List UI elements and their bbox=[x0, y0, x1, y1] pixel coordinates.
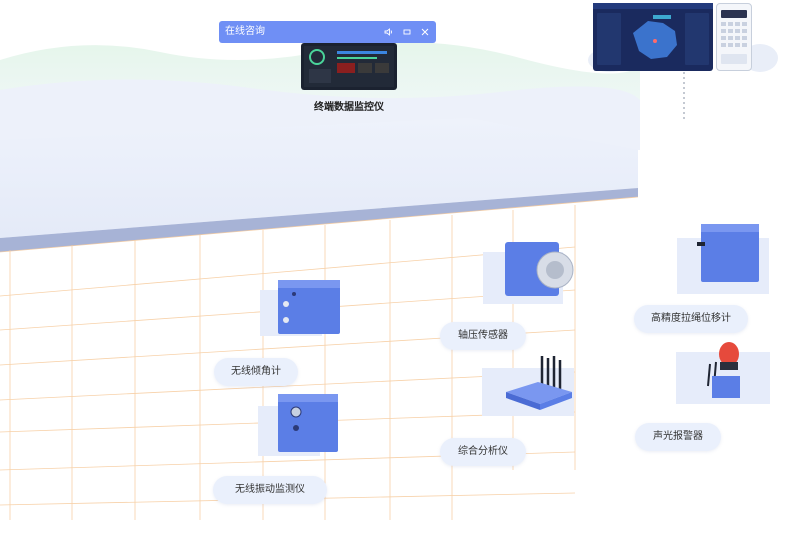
phone-screen-icon bbox=[721, 10, 747, 64]
online-consult-title: 在线咨询 bbox=[225, 26, 265, 37]
mobile-app-screenshot bbox=[716, 3, 752, 71]
device-label-tilt[interactable]: 无线倾角计 bbox=[214, 358, 298, 386]
device-label-vibration[interactable]: 无线振动监测仪 bbox=[213, 476, 327, 504]
monitoring-dashboard-screenshot bbox=[593, 3, 713, 71]
minimize-icon[interactable] bbox=[402, 27, 412, 37]
terminal-monitor-device bbox=[301, 43, 397, 90]
speaker-icon[interactable] bbox=[384, 27, 394, 37]
sound-light-alarm-device bbox=[676, 342, 770, 404]
device-label-analyzer[interactable]: 综合分析仪 bbox=[440, 438, 526, 466]
monitor-label: 终端数据监控仪 bbox=[314, 102, 384, 113]
vibration-monitor-device bbox=[258, 394, 338, 456]
axial-pressure-sensor-device bbox=[483, 242, 574, 304]
device-label-alarm[interactable]: 声光报警器 bbox=[635, 423, 721, 451]
china-map-icon bbox=[593, 3, 713, 65]
device-label-rope[interactable]: 高精度拉绳位移计 bbox=[634, 305, 748, 333]
rope-displacement-meter-device bbox=[677, 224, 769, 294]
comprehensive-analyzer-device bbox=[482, 356, 574, 416]
close-icon[interactable] bbox=[420, 27, 430, 37]
monitor-screen-icon bbox=[304, 46, 394, 87]
device-label-axial[interactable]: 轴压传感器 bbox=[440, 322, 526, 350]
online-consult-bar[interactable]: 在线咨询 bbox=[219, 21, 436, 43]
tilt-meter-device bbox=[260, 280, 340, 336]
